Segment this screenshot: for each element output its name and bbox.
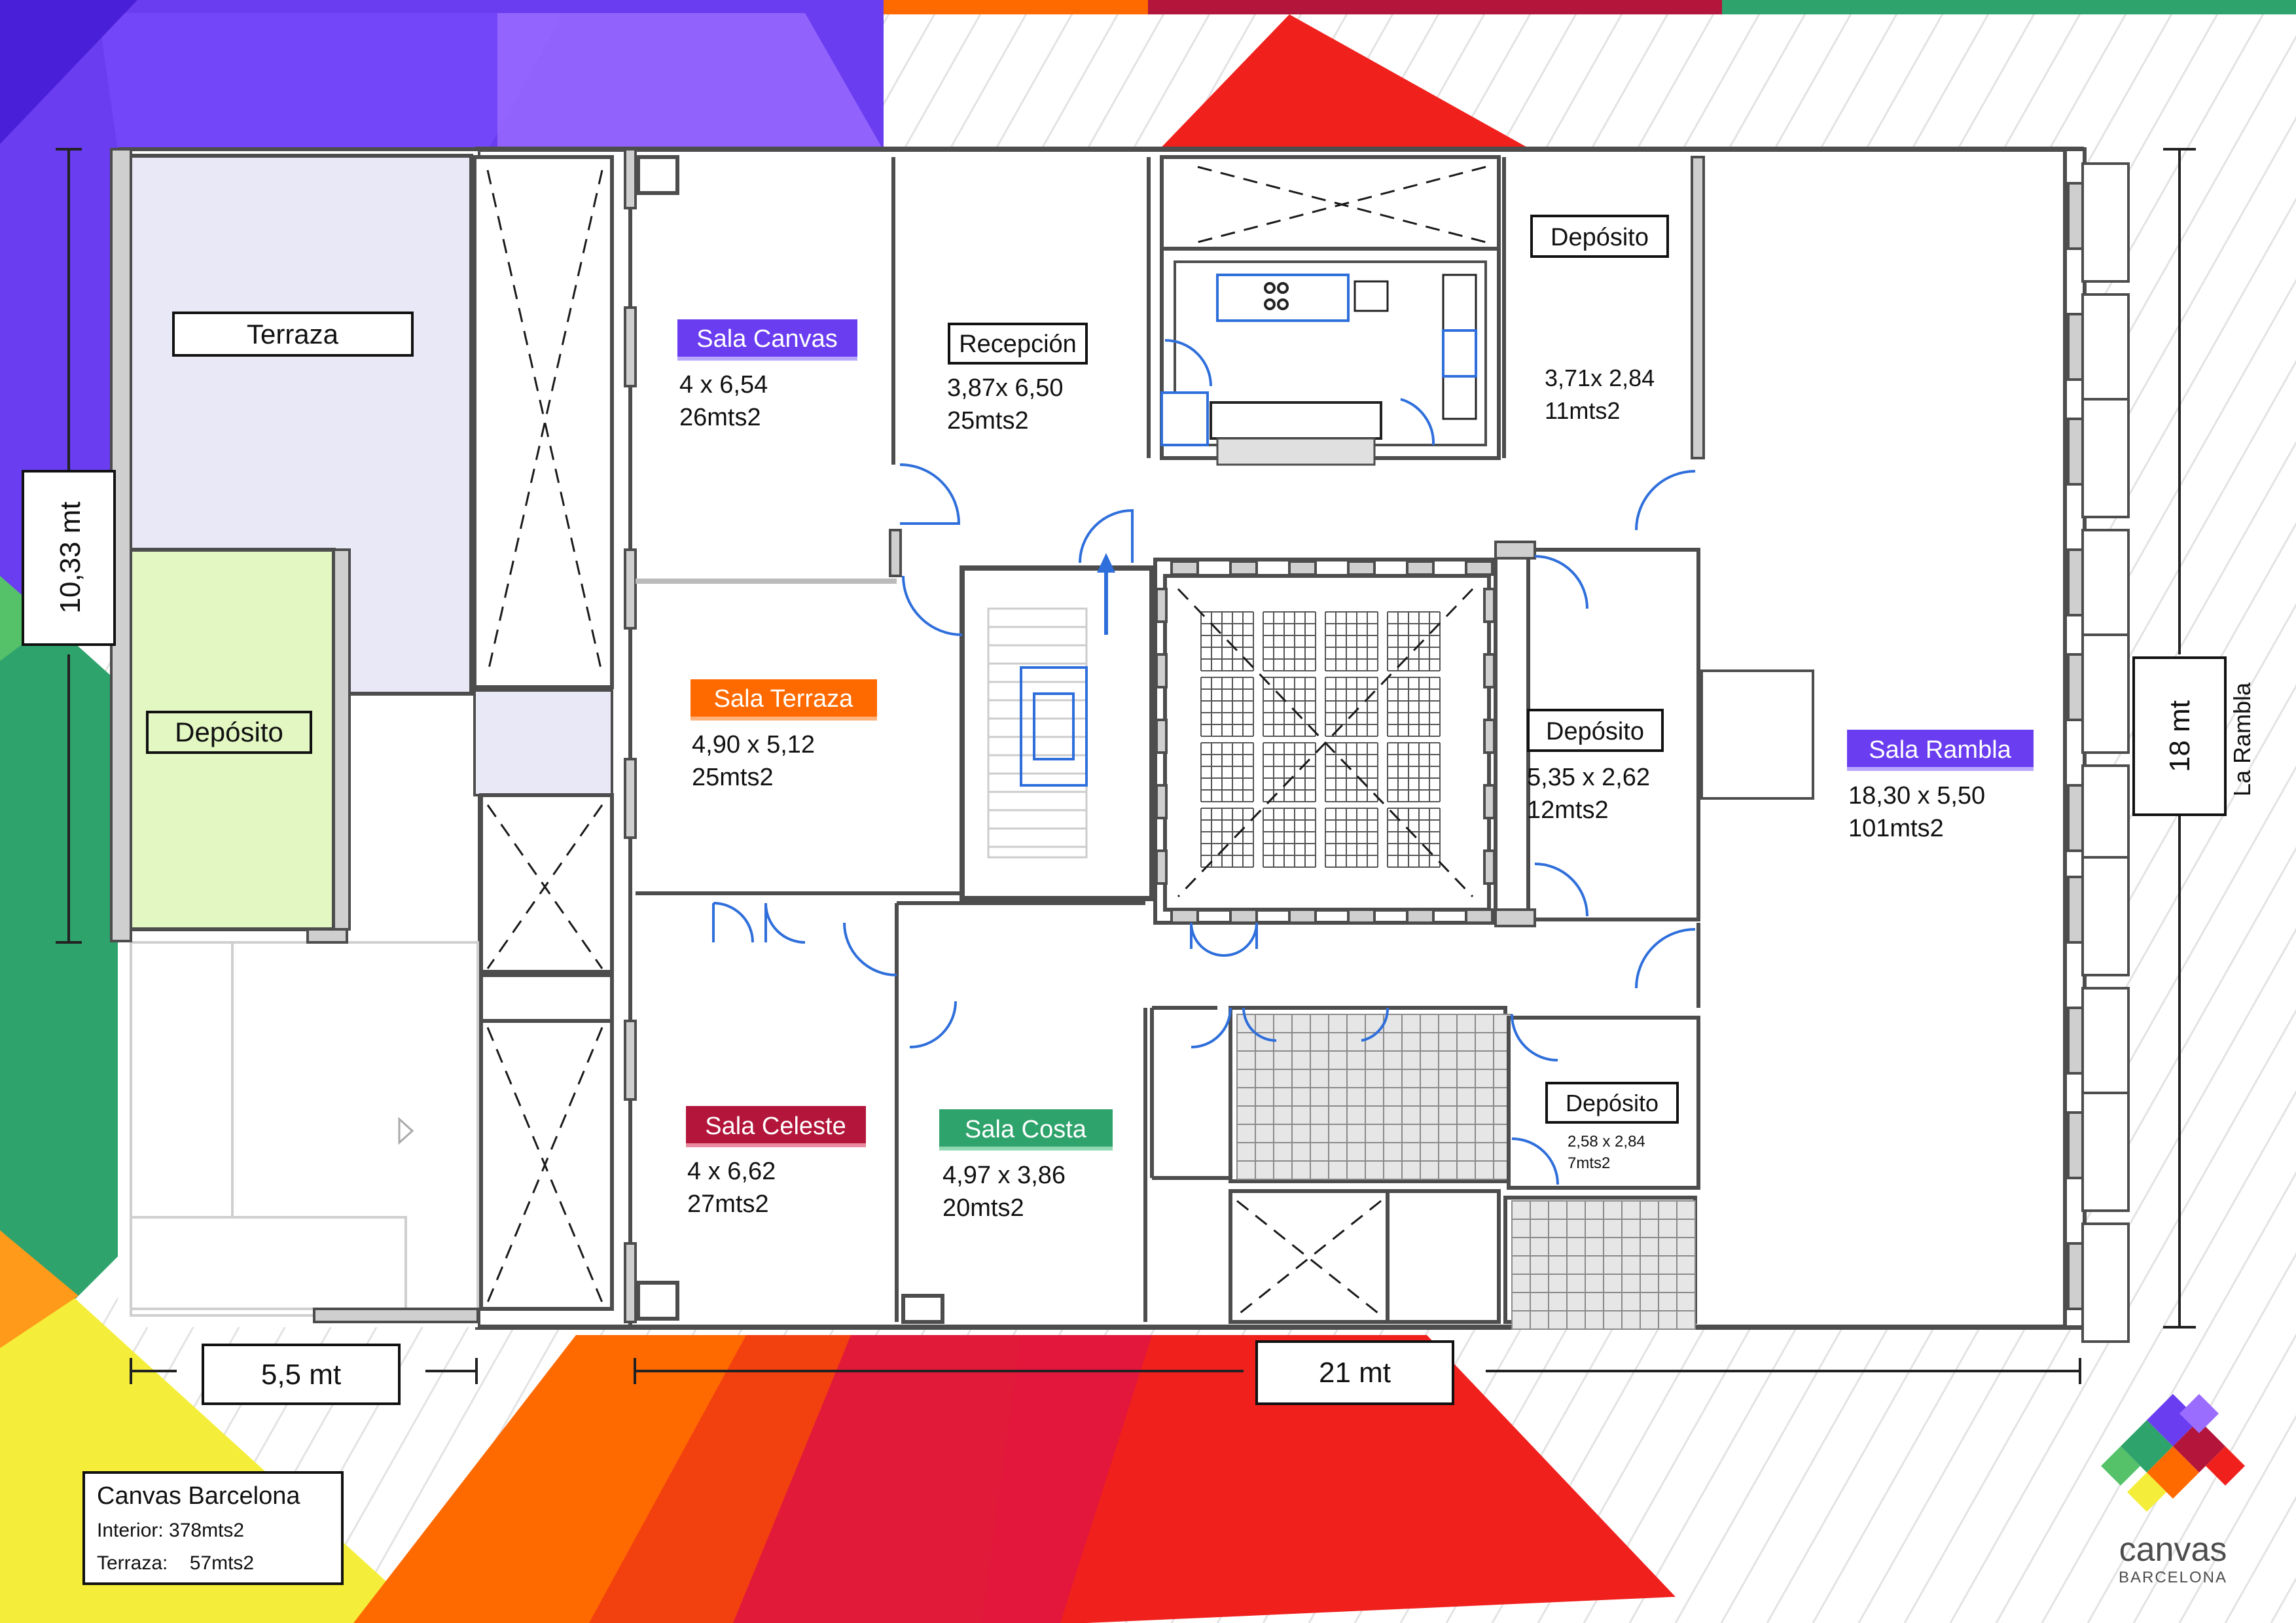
deposito-small-dims: 2,58 x 2,84	[1568, 1133, 1645, 1150]
legend-box	[82, 1471, 344, 1585]
sala-canvas-badge	[677, 319, 857, 360]
sala-terraza-area: 25mts2	[692, 764, 774, 791]
deposito-left-label: Depósito	[175, 717, 283, 747]
deposito-mid-label: Depósito	[1546, 718, 1644, 745]
deposito-top-label-box	[1530, 215, 1669, 258]
sala-costa-dims: 4,97 x 3,86	[942, 1162, 1066, 1189]
bottom-left-width-label: 5,5 mt	[261, 1359, 341, 1391]
sala-costa-label: Sala Costa	[965, 1116, 1087, 1143]
sala-costa-area: 20mts2	[942, 1194, 1024, 1222]
sala-celeste-area: 27mts2	[687, 1190, 769, 1218]
deposito-top-dims: 3,71x 2,84	[1545, 365, 1655, 391]
left-height-box	[22, 470, 116, 646]
deposito-small-label: Depósito	[1566, 1090, 1659, 1116]
deposito-mid-dims: 5,35 x 2,62	[1527, 764, 1650, 791]
deposito-small-area: 7mts2	[1568, 1154, 1610, 1172]
terraza-label: Terraza	[247, 319, 339, 349]
sala-celeste-badge	[686, 1106, 866, 1147]
deposito-left-label-box	[146, 711, 312, 754]
sala-canvas-area: 26mts2	[679, 404, 761, 431]
right-height-box	[2132, 656, 2227, 816]
deposito-top-area: 11mts2	[1545, 397, 1620, 424]
sala-rambla-dims: 18,30 x 5,50	[1848, 782, 1985, 810]
deposito-top-label: Depósito	[1551, 224, 1649, 251]
recepcion-label-box	[948, 323, 1088, 365]
sala-rambla-area: 101mts2	[1848, 815, 1944, 842]
canvas-logo: canvas BARCELONA	[2101, 1394, 2245, 1586]
legend-title: Canvas Barcelona	[97, 1482, 300, 1510]
left-height-label: 10,33 mt	[54, 501, 86, 613]
street-label: La Rambla	[2229, 682, 2255, 796]
recepcion-area: 25mts2	[947, 407, 1029, 435]
sala-rambla-badge	[1847, 730, 2034, 770]
bottom-left-width-box	[202, 1344, 401, 1405]
sala-canvas-dims: 4 x 6,54	[679, 371, 768, 399]
logo-sub: BARCELONA	[2119, 1569, 2227, 1586]
sala-celeste-dims: 4 x 6,62	[687, 1158, 776, 1185]
sala-canvas-label: Sala Canvas	[696, 325, 837, 353]
bottom-width-label: 21 mt	[1319, 1357, 1391, 1389]
sala-celeste-label: Sala Celeste	[705, 1113, 846, 1140]
recepcion-dims: 3,87x 6,50	[947, 374, 1063, 402]
terraza-label-box	[172, 312, 414, 357]
sala-costa-badge	[939, 1109, 1113, 1150]
deposito-small-label-box	[1545, 1082, 1679, 1124]
sala-terraza-badge	[691, 679, 877, 720]
sala-terraza-dims: 4,90 x 5,12	[692, 731, 815, 758]
bottom-width-box	[1255, 1340, 1454, 1405]
right-height-label: 18 mt	[2164, 700, 2196, 772]
deposito-mid-label-box	[1527, 709, 1664, 752]
recepcion-label: Recepción	[959, 330, 1077, 358]
sala-terraza-label: Sala Terraza	[714, 685, 854, 713]
building-walls	[110, 147, 2130, 1343]
dimension-lines	[56, 148, 2196, 1384]
legend-interior: Interior: 378mts2	[97, 1520, 244, 1541]
deposito-mid-area: 12mts2	[1527, 796, 1609, 824]
logo-name: canvas	[2119, 1531, 2227, 1569]
sala-rambla-label: Sala Rambla	[1869, 736, 2011, 764]
legend-terraza: Terraza: 57mts2	[97, 1552, 254, 1574]
